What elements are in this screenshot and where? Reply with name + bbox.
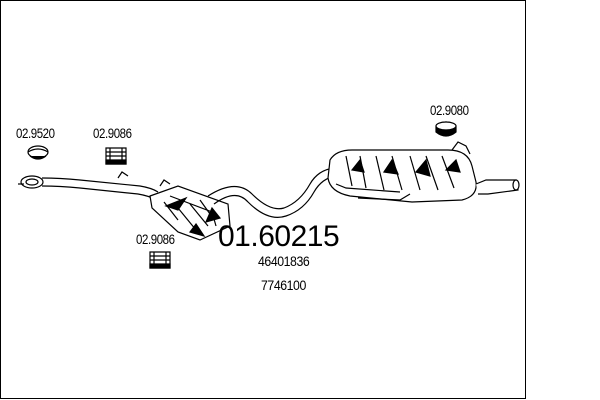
clamp-icon-upper [105,147,127,165]
catalytic-converter [149,185,231,241]
diagram-border [0,0,526,399]
pipe-hanger [117,171,171,187]
rear-muffler [327,149,477,203]
label-gasket-front: 02.9520 [16,125,55,141]
front-flange [18,175,44,189]
label-clamp-lower: 02.9086 [136,231,175,247]
part-number: 01.60215 [218,220,340,253]
tail-pipe [475,179,520,195]
oe-reference-2: 7746100 [261,277,306,293]
label-clamp-upper: 02.9086 [93,125,132,141]
rubber-hanger-icon [435,121,457,137]
muffler-hanger-bracket [451,141,471,155]
intermediate-pipe [207,167,337,218]
oe-reference-1: 46401836 [258,253,310,269]
gasket-icon [27,145,49,160]
clamp-icon-lower [149,251,171,269]
front-pipe [41,177,159,201]
label-hanger-rear: 02.9080 [430,102,469,118]
